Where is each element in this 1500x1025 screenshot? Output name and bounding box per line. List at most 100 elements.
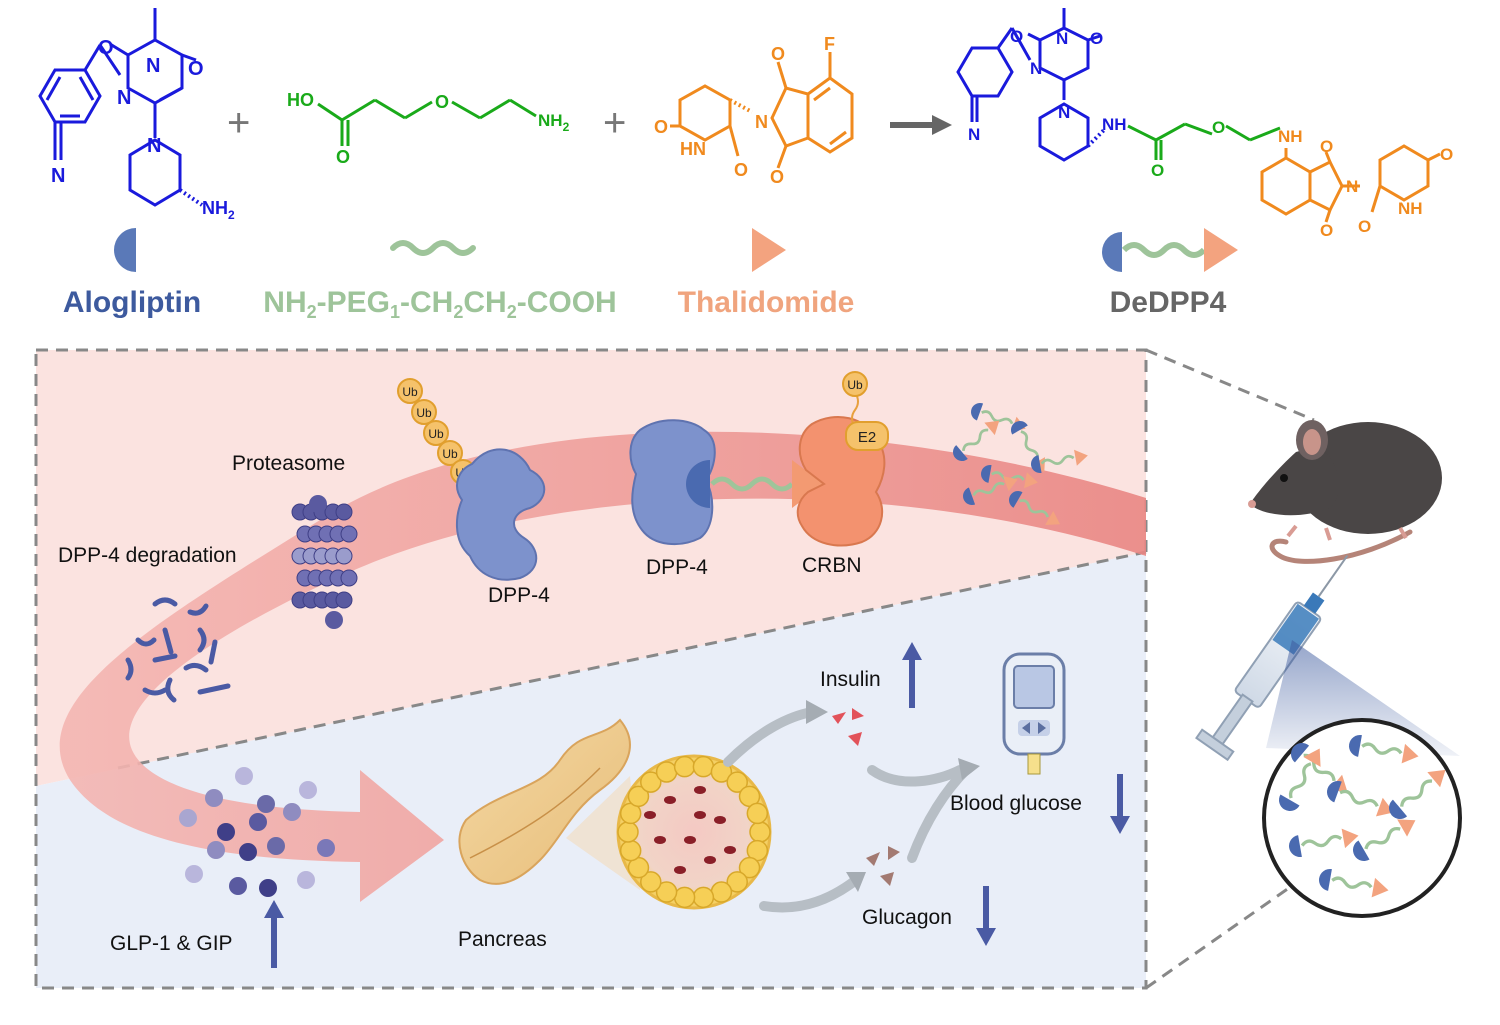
- islet-beta-cell: [640, 771, 662, 793]
- mouse-head: [1250, 446, 1340, 516]
- islet-vessel: [704, 856, 716, 864]
- bound-thalidomide: [792, 460, 824, 508]
- pancreas-label: Pancreas: [458, 928, 547, 951]
- proteasome-subunit: [335, 503, 353, 521]
- incretin-particle: [207, 841, 225, 859]
- degrader-molecule: [1289, 828, 1359, 857]
- islet-vessel: [724, 846, 736, 854]
- ubiquitin-chain: UbUbUbUbUb: [397, 378, 476, 485]
- syringe-thumb: [1195, 728, 1235, 762]
- islet-vessel: [684, 836, 696, 844]
- ubiquitin: [411, 399, 437, 425]
- alo-n1: N: [117, 87, 131, 109]
- thal-o1: O: [654, 117, 668, 137]
- prod-o6: O: [1358, 217, 1371, 236]
- dpp4-protein-a: [455, 448, 546, 581]
- islet-beta-cell: [710, 881, 733, 903]
- incretin-particle: [217, 823, 235, 841]
- prod-nh2: NH: [1278, 127, 1303, 146]
- glucagon-release-arrow: [759, 875, 861, 913]
- insulin-release-arrow: [723, 707, 817, 767]
- prod-n1: N: [1030, 59, 1042, 78]
- prod-o-ether: O: [1212, 118, 1225, 137]
- incretin-particle: [249, 813, 267, 831]
- linker-glyph: [390, 240, 476, 256]
- mouse-eye: [1280, 474, 1288, 482]
- thal-n: N: [755, 112, 768, 132]
- dedpp4-name: DeDPP4: [1110, 286, 1227, 319]
- alo-cn: N: [51, 165, 65, 187]
- bound-ligand-half: [686, 460, 710, 508]
- alo-n-pip: N: [147, 135, 161, 157]
- proteasome-subunit: [335, 591, 353, 609]
- incretin-particle: [283, 803, 301, 821]
- alogliptin-glyph: [114, 228, 136, 272]
- mouse-nose: [1248, 500, 1256, 508]
- islet-beta-cell: [726, 871, 748, 893]
- degrader-molecule: [1319, 869, 1389, 898]
- prod-o2: O: [1090, 29, 1103, 48]
- linker-ho: HO: [287, 90, 314, 110]
- degrader-molecule: [1327, 781, 1394, 817]
- alo-n-methyl: N: [146, 55, 160, 77]
- glucagon-label: Glucagon: [862, 906, 952, 929]
- glp1-up-arrow: [264, 900, 284, 968]
- islet-vessel: [644, 811, 656, 819]
- thalidomide-name: Thalidomide: [678, 286, 855, 319]
- ubiquitin-label: Ub: [428, 427, 444, 441]
- blood-glucose-label: Blood glucose: [950, 792, 1082, 815]
- prod-n-pip: N: [1058, 103, 1070, 122]
- degrader-molecule: [1031, 449, 1088, 473]
- prod-o4: O: [1320, 221, 1333, 240]
- alogliptin-structure: [38, 8, 204, 207]
- mouse-feet: [1286, 524, 1408, 541]
- proteasome: [291, 495, 358, 629]
- islet-zoom-cone: [566, 776, 640, 890]
- degrader-molecule: [963, 476, 1018, 505]
- glucagon-to-glucose-arrow: [907, 765, 971, 863]
- degrader-molecule: [1349, 735, 1419, 764]
- degrader-molecule: [1389, 769, 1446, 819]
- proteasome-cap: [309, 495, 327, 513]
- islet-vessel: [664, 796, 676, 804]
- islet-vessel: [654, 836, 666, 844]
- pancreas-duct: [469, 767, 601, 859]
- degrader-molecule: [953, 420, 1000, 461]
- islet-beta-cell: [692, 755, 715, 778]
- injection-cone: [1266, 640, 1460, 756]
- dpp4-degradation-label: DPP-4 degradation: [58, 544, 237, 567]
- incretin-particle: [317, 839, 335, 857]
- incretin-particle: [297, 871, 315, 889]
- linker-nh2: NH2: [538, 111, 570, 134]
- to-glucose-arrowhead: [958, 758, 980, 780]
- islet-beta-cell: [640, 871, 662, 893]
- incretin-particle: [229, 877, 247, 895]
- proteasome-cap: [325, 611, 343, 629]
- glp1-gip-label: GLP-1 & GIP: [110, 932, 233, 955]
- insulin-up-arrow: [902, 642, 922, 708]
- incretin-particle: [259, 879, 277, 897]
- glucose-down-arrow: [1110, 774, 1130, 834]
- glucometer: [1002, 652, 1066, 775]
- prod-o3: O: [1320, 137, 1333, 156]
- plus-1: +: [227, 101, 250, 145]
- plus-2: +: [603, 101, 626, 145]
- ubiquitin-label: Ub: [442, 447, 458, 461]
- islet-beta-cell: [619, 839, 642, 862]
- e2-label: E2: [858, 429, 876, 446]
- incretin-particles: [179, 767, 335, 897]
- alo-nh2: NH2: [202, 198, 235, 222]
- ubiquitin: [437, 440, 463, 466]
- incretin-particle: [185, 865, 203, 883]
- islet-beta-cell: [746, 802, 769, 825]
- islet-beta-cell: [692, 886, 715, 909]
- ubiquitin-label: Ub: [416, 406, 432, 420]
- e2-enzyme: [845, 421, 889, 451]
- ubiquitin: [397, 378, 423, 404]
- prod-nh: NH: [1102, 115, 1127, 134]
- dpp4-protein-b: [629, 419, 716, 546]
- dpp4-label-a: DPP-4: [488, 584, 550, 607]
- syringe-needle: [1317, 554, 1349, 598]
- ternary-complex: E2 Ub: [629, 371, 889, 547]
- incretin-particle: [235, 767, 253, 785]
